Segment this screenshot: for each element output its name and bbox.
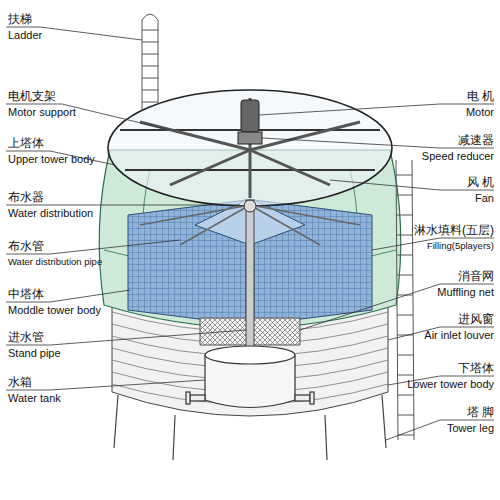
leader-lines bbox=[6, 27, 494, 440]
ladder bbox=[142, 14, 414, 440]
part-label: Muffling net bbox=[437, 285, 494, 299]
water-distributor bbox=[244, 200, 256, 212]
part-label: Upper tower body bbox=[8, 152, 95, 166]
part-label: Water distribution bbox=[8, 206, 93, 220]
part-label: 扶梯 bbox=[8, 12, 32, 26]
part-label: Filling(5players) bbox=[427, 239, 494, 253]
part-label: 进风窗 bbox=[458, 312, 494, 326]
part-label: Moddle tower body bbox=[8, 303, 101, 317]
part-label: 进水管 bbox=[8, 330, 44, 344]
part-label: 下塔体 bbox=[458, 361, 494, 375]
part-label: Air inlet louver bbox=[424, 328, 494, 342]
part-label: Ladder bbox=[8, 28, 42, 42]
speed-reducer bbox=[238, 132, 262, 144]
part-label: 水箱 bbox=[8, 375, 32, 389]
part-label: 电 机 bbox=[467, 89, 494, 103]
part-label: 消音网 bbox=[458, 269, 494, 283]
part-label: 中塔体 bbox=[8, 287, 44, 301]
part-label: 风 机 bbox=[467, 175, 494, 189]
part-label: 减速器 bbox=[458, 133, 494, 147]
water-tank-top bbox=[205, 346, 295, 364]
part-label: Fan bbox=[475, 191, 494, 205]
part-label: Motor support bbox=[8, 105, 76, 119]
part-label: Lower tower body bbox=[407, 377, 494, 391]
part-label: Stand pipe bbox=[8, 346, 61, 360]
tank-pipes bbox=[186, 392, 314, 404]
part-label: 布水器 bbox=[8, 190, 44, 204]
part-label: 上塔体 bbox=[8, 136, 44, 150]
part-label: Speed reducer bbox=[422, 149, 494, 163]
part-label: Water tank bbox=[8, 391, 61, 405]
part-label: 布水管 bbox=[8, 239, 44, 253]
part-label: Motor bbox=[466, 105, 494, 119]
motor bbox=[241, 100, 259, 132]
part-label: 塔 脚 bbox=[467, 405, 494, 419]
part-label: Water distribution pipe bbox=[8, 255, 102, 269]
fan-blades bbox=[140, 98, 360, 198]
stand-pipe bbox=[246, 200, 254, 360]
part-label: Tower leg bbox=[447, 421, 494, 435]
part-label: 淋水填料(五层) bbox=[414, 223, 494, 237]
part-label: 电机支架 bbox=[8, 89, 56, 103]
top-ring bbox=[108, 90, 392, 206]
